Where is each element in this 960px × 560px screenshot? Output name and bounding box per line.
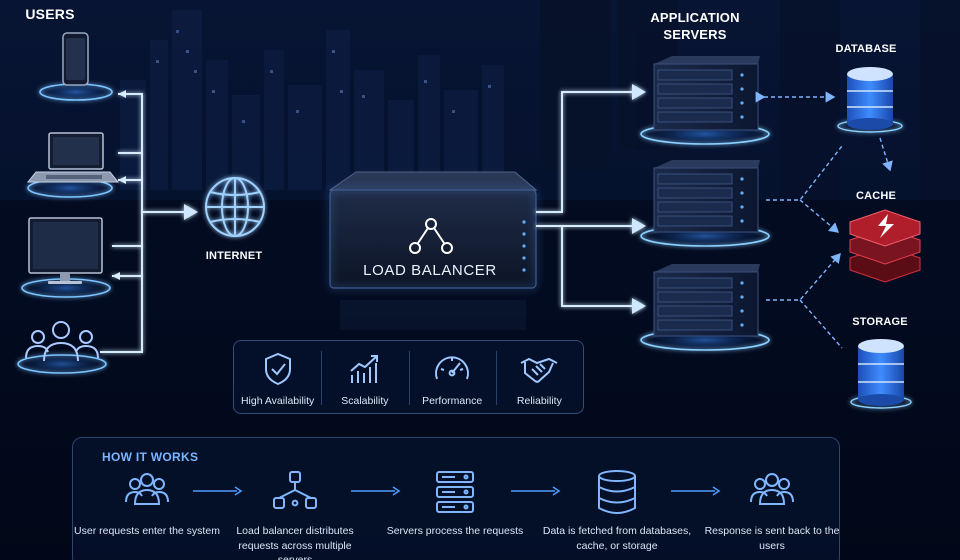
step-1: User requests enter the system xyxy=(72,468,222,539)
step-4: Data is fetched from databases, cache, o… xyxy=(542,468,692,553)
city-lights xyxy=(156,30,491,123)
database-icon xyxy=(837,67,903,133)
feature-scalability: Scalability xyxy=(321,341,408,413)
feature-performance: Performance xyxy=(408,341,496,413)
load-balancer-label: LOAD BALANCER xyxy=(363,262,497,279)
user-connector-arrows xyxy=(112,90,126,280)
users-icon xyxy=(125,473,169,505)
storage-icon xyxy=(850,339,912,409)
step-text: Load balancer distributes requests acros… xyxy=(236,525,354,560)
step-arrow xyxy=(511,486,561,496)
users-label: USERS xyxy=(25,6,75,22)
step-2: Load balancer distributes requests acros… xyxy=(220,468,370,560)
step-text: Servers process the requests xyxy=(386,525,524,537)
feature-label: High Availability xyxy=(240,395,315,407)
step-text: Response is sent back to the users xyxy=(704,525,840,552)
speedometer-icon xyxy=(435,356,470,380)
how-it-works-title: HOW IT WORKS xyxy=(102,450,199,464)
user-group-icon xyxy=(25,321,99,362)
feature-label: Performance xyxy=(422,395,483,407)
globe-icon xyxy=(205,177,265,237)
network-distribution-icon xyxy=(409,218,453,254)
step-arrow xyxy=(193,486,243,496)
feature-high-availability: High Availability xyxy=(234,341,321,413)
data-connectors xyxy=(755,91,893,349)
step-text: User requests enter the system xyxy=(74,525,220,537)
server-rack-icon xyxy=(436,471,474,513)
step-arrow xyxy=(351,486,401,496)
server-3 xyxy=(637,264,773,353)
shield-check-icon xyxy=(264,352,291,386)
users-icon xyxy=(750,473,794,505)
smartphone-icon xyxy=(62,32,89,86)
cache-label: CACHE xyxy=(855,190,897,202)
cache-icon xyxy=(849,209,921,283)
database-label: DATABASE xyxy=(835,43,897,55)
lb-to-server-connectors xyxy=(536,84,646,314)
step-5: Response is sent back to the users xyxy=(697,468,847,553)
step-text: Data is fetched from databases, cache, o… xyxy=(542,525,692,552)
feature-label: Scalability xyxy=(341,395,389,407)
application-servers-label: APPLICATION SERVERS xyxy=(650,10,740,42)
step-arrow xyxy=(671,486,721,496)
how-it-works-panel: HOW IT WORKS User requests enter the sys… xyxy=(72,437,840,560)
monitor-icon xyxy=(28,217,103,284)
feature-label: Reliability xyxy=(516,395,562,407)
internet-label: INTERNET xyxy=(205,250,263,262)
user-devices xyxy=(14,32,120,375)
distribution-icon xyxy=(273,471,317,509)
load-balancer-device xyxy=(328,171,538,290)
storage-label: STORAGE xyxy=(852,316,908,328)
features-panel: High Availability Scalability Performanc… xyxy=(233,340,584,414)
growth-chart-icon xyxy=(350,355,378,383)
handshake-icon xyxy=(520,357,558,383)
lb-reflection xyxy=(340,300,526,330)
application-servers xyxy=(637,56,773,353)
lb-status-lights xyxy=(522,220,526,272)
server-1 xyxy=(637,56,773,147)
step-3: Servers process the requests xyxy=(380,468,530,539)
laptop-icon xyxy=(26,132,120,183)
database-icon xyxy=(598,470,636,514)
feature-reliability: Reliability xyxy=(495,341,583,413)
server-2 xyxy=(637,160,773,249)
